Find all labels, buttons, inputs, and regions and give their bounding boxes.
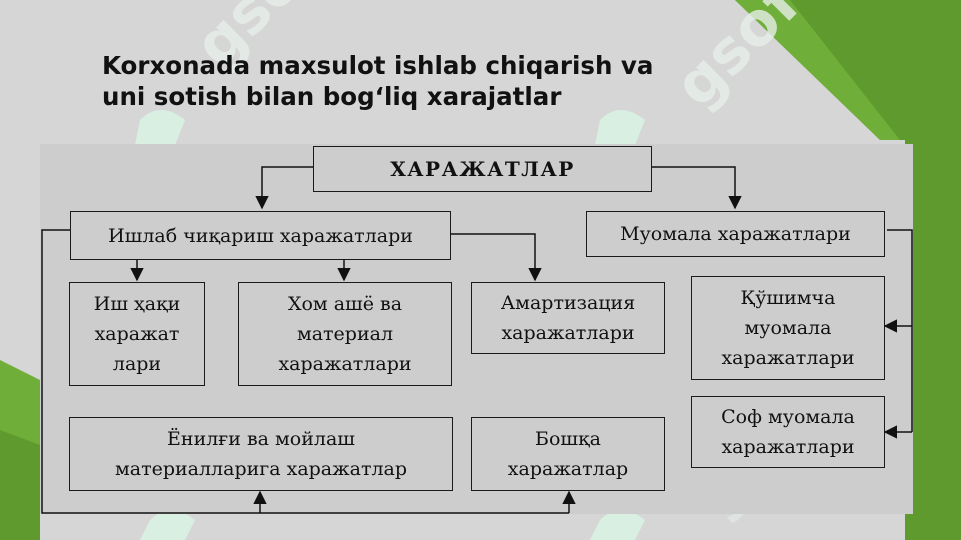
box-line: муомала xyxy=(744,317,832,339)
connector-right-bracket xyxy=(887,229,913,432)
box-line: харажат xyxy=(94,323,180,345)
box-line: Соф муомала xyxy=(721,406,855,428)
box-line: харажатлари xyxy=(501,322,635,344)
slide-title-line-2: uni sotish bilan bog‘liq xarajatlar xyxy=(102,82,562,111)
slide-title: Korxonada maxsulot ishlab chiqarish va u… xyxy=(102,50,782,112)
connector-production-to-amortization xyxy=(451,233,542,282)
box-net-circulation-expenses: Соф муомала харажатлари xyxy=(691,396,885,468)
box-amortization-expenses: Амартизация харажатлари xyxy=(471,282,665,354)
expenses-diagram: ХАРАЖАТЛАР Ишлаб чиқариш харажатлари Муо… xyxy=(40,144,913,514)
connector-root-to-circulation xyxy=(652,166,742,210)
box-line: Бошқа xyxy=(535,428,601,450)
connector-root-to-production xyxy=(255,166,313,210)
diagram-connectors xyxy=(41,166,913,514)
box-materials-expenses: Хом ашё ва материал харажатлари xyxy=(238,282,452,386)
connector-left-bracket xyxy=(41,229,569,514)
box-line: Иш ҳақи xyxy=(93,293,181,315)
box-circulation-expenses: Муомала харажатлари xyxy=(586,211,885,257)
box-line: Хом ашё ва xyxy=(287,293,403,315)
box-line: харажатлари xyxy=(721,436,855,458)
green-accent-shape xyxy=(735,0,900,140)
box-line: харажатлари xyxy=(278,353,412,375)
box-line: Қўшимча xyxy=(740,287,836,309)
box-additional-circulation-expenses: Қўшимча муомала харажатлари xyxy=(691,276,885,380)
box-other-expenses: Бошқа харажатлар xyxy=(471,417,665,491)
box-wage-expenses: Иш ҳақи харажат лари xyxy=(69,282,205,386)
box-line: харажатлари xyxy=(721,347,855,369)
slide-title-line-1: Korxonada maxsulot ishlab chiqarish va xyxy=(102,51,654,80)
box-fuel-lubricant-expenses: Ёнилғи ва мойлаш материалларига харажатл… xyxy=(69,417,453,491)
box-expenses-root: ХАРАЖАТЛАР xyxy=(313,146,652,192)
box-line: Ёнилғи ва мойлаш xyxy=(167,428,355,450)
box-line: лари xyxy=(112,353,162,375)
box-line: Амартизация xyxy=(500,292,636,314)
green-accent-shape xyxy=(735,0,961,540)
box-line: материал xyxy=(296,323,394,345)
green-accent-shape xyxy=(0,430,40,540)
box-text: Муомала харажатлари xyxy=(620,223,851,245)
box-text: Ишлаб чиқариш харажатлари xyxy=(108,224,413,247)
box-line: материалларига харажатлар xyxy=(114,458,408,480)
box-production-expenses: Ишлаб чиқариш харажатлари xyxy=(70,211,451,260)
box-line: харажатлар xyxy=(507,458,629,480)
box-text: ХАРАЖАТЛАР xyxy=(390,157,575,181)
